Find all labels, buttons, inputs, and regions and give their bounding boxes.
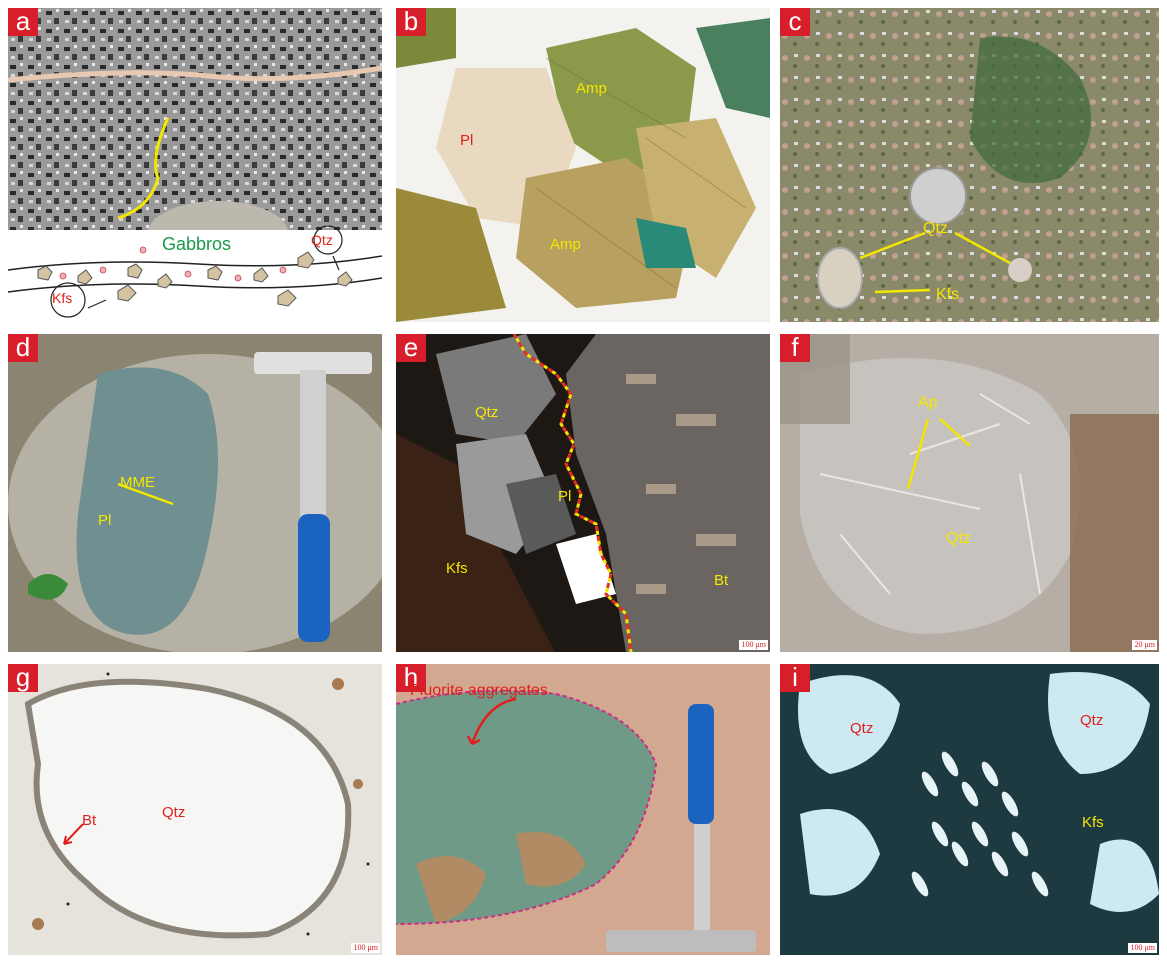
scale-bar: 100 μm	[351, 943, 380, 953]
pl-label: Pl	[460, 132, 474, 149]
amp-label-bottom: Amp	[550, 236, 581, 253]
panel-letter: c	[780, 8, 810, 36]
panel-f: f Ap Qtz 20 μm	[780, 334, 1159, 652]
graphic-texture-thin-section	[780, 664, 1159, 955]
qtz-label-left: Qtz	[850, 720, 874, 737]
panel-letter: i	[780, 664, 810, 692]
amp-label-top: Amp	[576, 80, 607, 97]
panel-letter: b	[396, 8, 426, 36]
thin-section-photo	[396, 8, 770, 322]
apatite-needles-thin-section	[780, 334, 1159, 652]
panel-letter: d	[8, 334, 38, 362]
qtz-label: Qtz	[946, 530, 971, 547]
scale-bar: 100 μm	[739, 640, 768, 650]
scale-bar: 100 μm	[1128, 943, 1157, 953]
panel-e: e Qtz Pl Kfs Bt 100 μm	[396, 334, 770, 652]
bt-label: Bt	[82, 812, 97, 829]
mme-label: MME	[120, 474, 155, 491]
qtz-label: Qtz	[923, 220, 948, 237]
crossed-polar-thin-section	[396, 334, 770, 652]
panel-letter: h	[396, 664, 426, 692]
panel-b: b Amp Pl Amp	[396, 8, 770, 322]
fluorite-aggregates-label: Fluorite aggregates	[410, 682, 548, 699]
panel-g: g Qtz Bt 100 μm	[8, 664, 382, 955]
panel-a: a Gabbros Qtz Kfs	[8, 8, 382, 322]
quartz-grain-thin-section	[8, 664, 382, 955]
kfs-label: Kfs	[936, 286, 960, 303]
panel-d: d MME Pl	[8, 334, 382, 652]
qtz-label: Qtz	[162, 804, 186, 821]
kfs-label: Kfs	[446, 560, 468, 577]
pl-label: Pl	[98, 512, 112, 529]
gabbros-label: Gabbros	[162, 234, 232, 254]
bt-label: Bt	[714, 572, 729, 589]
panel-letter: a	[8, 8, 38, 36]
granite-outcrop-photo	[8, 8, 382, 322]
ap-label: Ap	[918, 394, 938, 411]
pl-label: Pl	[558, 488, 572, 505]
panel-letter: f	[780, 334, 810, 362]
panel-c: c Qtz Kfs	[780, 8, 1159, 322]
qtz-label: Qtz	[475, 404, 499, 421]
panel-i: i Qtz Qtz Kfs 100 μm	[780, 664, 1159, 955]
panel-h: h Fluorite aggregates	[396, 664, 770, 955]
kfs-label: Kfs	[1082, 814, 1104, 831]
qtz-label-right: Qtz	[1080, 712, 1104, 729]
fluorite-aggregates-photo	[396, 664, 770, 955]
kfs-label: Kfs	[52, 290, 73, 306]
panel-letter: g	[8, 664, 38, 692]
panel-letter: e	[396, 334, 426, 362]
qtz-label: Qtz	[311, 232, 333, 248]
scale-bar: 20 μm	[1132, 640, 1157, 650]
outcrop-with-coin-photo	[780, 8, 1159, 322]
enclave-with-hammer-photo	[8, 334, 382, 652]
